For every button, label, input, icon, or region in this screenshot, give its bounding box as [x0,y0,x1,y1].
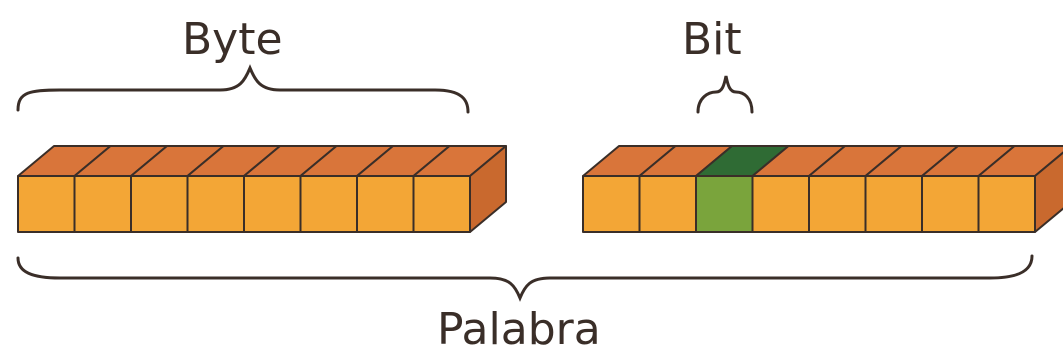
byte-cell [73,175,132,233]
word-brace [16,254,1034,302]
bit-cell [582,175,641,233]
bit-label: Bit [682,14,742,65]
bit-cell [921,175,980,233]
bit-cell [751,175,810,233]
byte-cell [412,175,471,233]
byte-cell [243,175,302,233]
byte-cell [356,175,415,233]
bit-cell [864,175,923,233]
bit-cell [638,175,697,233]
bit-brace [696,75,754,114]
byte-brace [16,64,470,114]
byte-cell [299,175,358,233]
byte-block [17,145,507,233]
word-label: Palabra [437,304,601,355]
byte-cell [17,175,76,233]
highlighted-bit [695,175,754,233]
right-bit-block [582,145,1063,233]
byte-side-face [469,145,507,233]
byte-cell [186,175,245,233]
bit-side-face [1034,151,1063,233]
byte-label: Byte [182,14,283,65]
byte-cell [130,175,189,233]
bit-cell [808,175,867,233]
bit-cell [977,175,1036,233]
